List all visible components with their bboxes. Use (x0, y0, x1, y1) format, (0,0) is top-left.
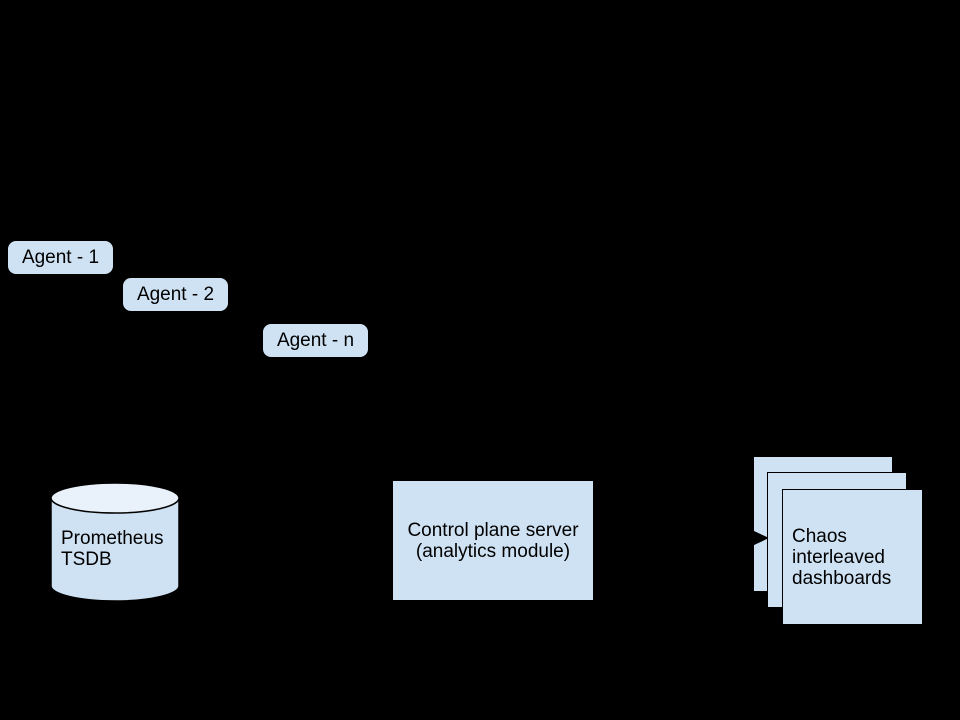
cylinder-body (50, 497, 180, 602)
node-chaos-dashboards: Chaos interleaved dashboards (782, 489, 923, 625)
prometheus-tsdb-label: Prometheus TSDB (61, 528, 164, 570)
control-plane-label: Control plane server (analytics module) (407, 519, 579, 562)
node-agent-2: Agent - 2 (123, 278, 228, 311)
arrowhead-icon (753, 530, 769, 546)
agent-2-label: Agent - 2 (136, 284, 215, 305)
chaos-dashboards-label: Chaos interleaved dashboards (792, 525, 892, 589)
node-agent-1: Agent - 1 (8, 241, 113, 274)
cylinder-top-ellipse (50, 482, 180, 514)
agent-1-label: Agent - 1 (21, 247, 100, 268)
agent-n-label: Agent - n (276, 330, 355, 351)
node-agent-n: Agent - n (263, 324, 368, 357)
connector-control-plane-to-dashboards (593, 530, 769, 546)
node-control-plane-server: Control plane server (analytics module) (393, 481, 593, 600)
prometheus-cylinder-shape (50, 482, 180, 602)
